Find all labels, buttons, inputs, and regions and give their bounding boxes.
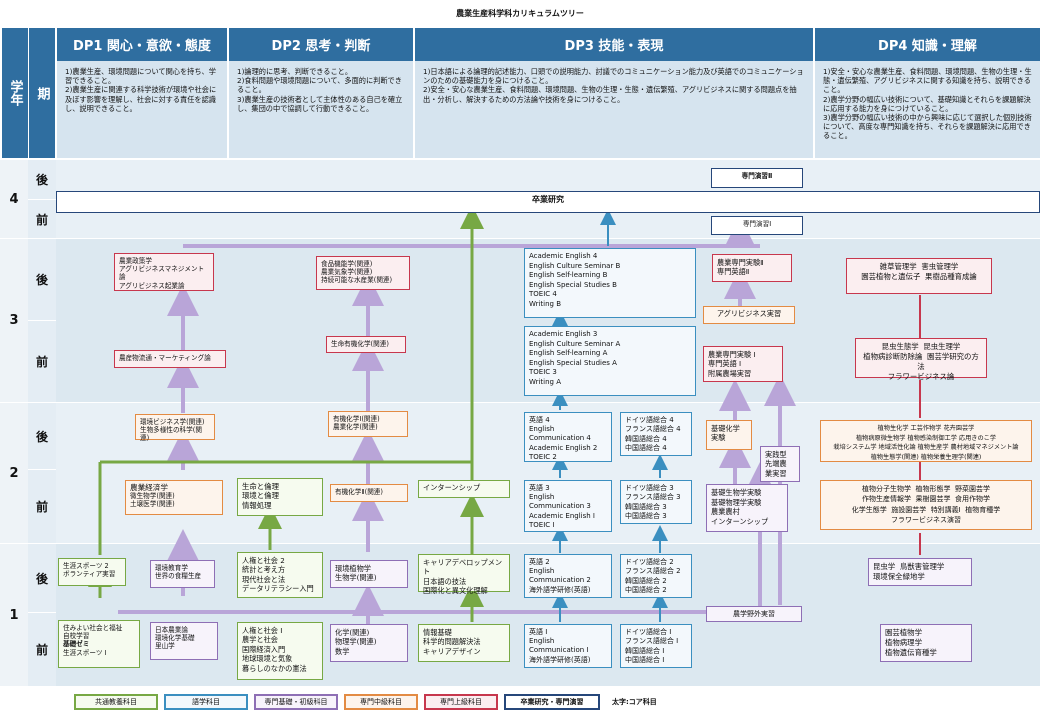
legend-core-note: 太字:コア科目 — [612, 698, 657, 706]
dp2-year2-late: 有機化学Ⅰ(関連)農業化学(関連) — [328, 411, 408, 437]
legend-mid: 専門中級科目 — [344, 694, 418, 710]
dp1-year1-early-b: 日本農業論環境化学基礎里山学 — [150, 622, 218, 660]
legend-basic: 専門基礎・初級科目 — [254, 694, 338, 710]
dp2-year2-early-common: 生命と倫理環境と倫理情報処理 — [237, 478, 323, 516]
year-3: 3 — [0, 239, 28, 402]
dp2-year1-late-b: 環境植物学生物学(関連) — [330, 560, 408, 588]
term-4-early: 前 — [28, 200, 56, 238]
dp2-header: DP2 思考・判断 — [229, 28, 413, 61]
senmon-enshu-2: 専門演習Ⅱ — [711, 168, 803, 188]
dp4-year1-late: 昆虫学 鳥獣害管理学環境保全緑地学 — [868, 558, 972, 586]
legend-common: 共通教養科目 — [74, 694, 158, 710]
term-2-late: 後 — [28, 403, 56, 469]
term-header: 期 — [29, 28, 55, 158]
dp4-year2-late: 植物生化学 工芸作物学 花卉園芸学 植物病原微生物学 植物感染制御工学 応用きの… — [820, 420, 1032, 462]
term-1-early: 前 — [28, 613, 56, 686]
dp2-year3-early: 生命有機化学(関連) — [326, 336, 406, 353]
dp2-year1-early-b: 化学(関連)物理学(関連)数学 — [330, 624, 408, 662]
term-3-early: 前 — [28, 321, 56, 402]
legend-language: 語学科目 — [164, 694, 248, 710]
term-3-late: 後 — [28, 239, 56, 320]
legend-advanced: 専門上級科目 — [424, 694, 498, 710]
legend-thesis: 卒業研究・専門演習 — [504, 694, 600, 710]
jissen-sentan: 実践型先端農業実習 — [760, 446, 800, 482]
dp1-header: DP1 関心・意欲・態度 — [57, 28, 227, 61]
internship: インターンシップ — [418, 480, 510, 498]
dp4-header: DP4 知識・理解 — [815, 28, 1040, 61]
agribusiness-jisshu: アグリビジネス実習 — [703, 306, 795, 324]
senmon-enshu-1: 専門演習Ⅰ — [711, 216, 803, 235]
dp1-year2-early: 農業経済学微生物学(関連)土壌医学(関連) — [125, 480, 223, 515]
dp3-year1-early-joho: 情報基礎科学的問題解決法キャリアデザイン — [418, 624, 510, 662]
nogaku-yagai-jisshu: 農学野外実習 — [706, 606, 802, 622]
dp4-year3-late: 雑草管理学 害虫管理学園芸植物と遺伝子 果樹品種育成論 — [846, 258, 992, 294]
dp3-year1-late-career: キャリアデベロップメント日本語の技法国際化と異文化理解 — [418, 554, 510, 595]
dp3-header: DP3 技能・表現 — [415, 28, 813, 61]
dp1-year3-late: 農業政策学アグリビジネスマネジメント論アグリビジネス起業論 — [114, 253, 214, 291]
year-header: 学年 — [2, 28, 28, 158]
term-1-late: 後 — [28, 544, 56, 612]
dp3-description: 1)日本語による論理的記述能力、口頭での説明能力、討議でのコミュニケーション能力… — [415, 61, 813, 158]
dp4-description: 1)安全・安心な農業生産、食料問題、環境問題、生物の生理・生態・遺伝繁殖、アグリ… — [815, 61, 1040, 158]
term-4-late: 後 — [28, 160, 56, 199]
sotsugyo-kenkyu: 卒業研究 — [56, 191, 1040, 213]
kiso-year2-early: 基礎生物学実験基礎物理学実験農業農村インターンシップ — [706, 484, 788, 532]
dp1-year2-late: 環境ビジネス学(関連)生物多様性の科学(関連) — [135, 414, 215, 442]
dp1-year1-early-a: 住みよい社会と福祉自校学習基礎ゼミ生涯スポーツ Ⅰ — [58, 620, 140, 668]
dp1-description: 1)農業生産、環境問題について関心を持ち、学習できること。2)農業生産に関連する… — [57, 61, 227, 158]
dp2-description: 1)論理的に思考、判断できること。2)食料問題や環境問題について、多面的に判断で… — [229, 61, 413, 158]
year-4: 4 — [0, 160, 28, 238]
kiso-kagaku-jikken: 基礎化学実験 — [706, 420, 752, 450]
year-1: 1 — [0, 544, 28, 686]
dp2-year2-early: 有機化学Ⅱ(関連) — [330, 484, 408, 502]
dp2-year3-late: 食品機能学(関連)農業気象学(関連)持続可能な水産業(関連) — [316, 256, 410, 290]
page-title: 農業生産科学科カリキュラムツリー — [456, 9, 584, 18]
term-2-early: 前 — [28, 470, 56, 543]
dp4-year3-early: 昆虫生態学 昆虫生理学植物病診断防除論 園芸学研究の方法フラワービジネス論 — [855, 338, 987, 381]
dp4-year1-early: 園芸植物学植物病理学植物遺伝育種学 — [880, 624, 972, 662]
dp4-year2-early: 植物分子生物学 植物形態学 野菜園芸学 作物生産情報学 果樹園芸学 食用作物学 … — [820, 480, 1032, 530]
year-2: 2 — [0, 403, 28, 543]
dp1-year3-early: 農産物流通・マーケティング論 — [114, 350, 226, 368]
dp1-year1-late-b: 環境教育学世界の食糧生産 — [150, 560, 215, 588]
